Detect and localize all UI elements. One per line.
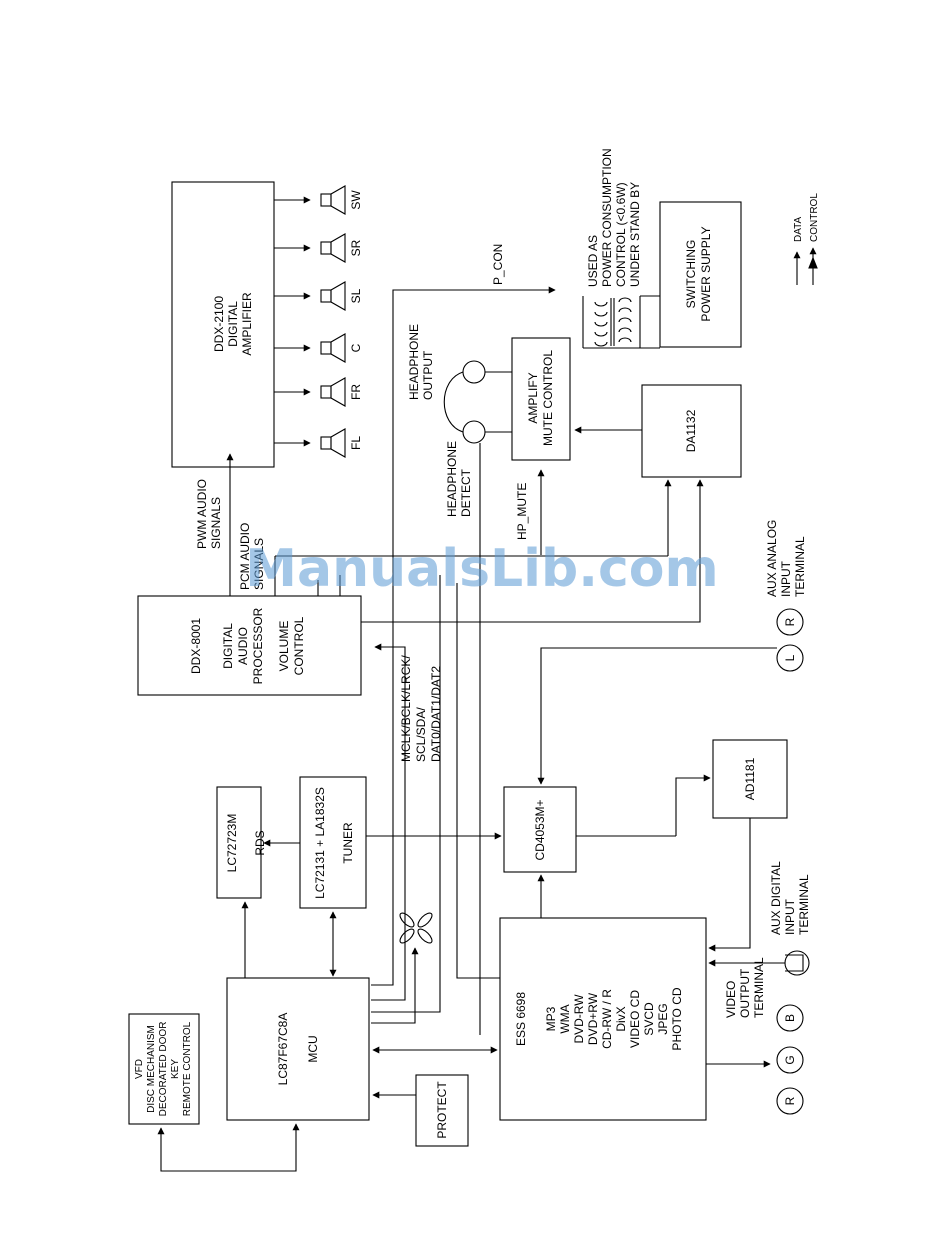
watermark: ManualsLib.com	[245, 539, 718, 599]
aux-digital-jack-icon	[784, 950, 810, 976]
adc-label: AD1181	[743, 757, 757, 800]
video-g-label: G	[783, 1055, 797, 1064]
transformer-icon	[582, 295, 660, 349]
rds-block	[216, 786, 262, 899]
aux-analog-label: AUX ANALOGINPUTTERMINAL	[765, 520, 807, 597]
aux-analog-line	[537, 647, 777, 785]
front-panel-label: VFDDISC MECHANISMDECORATED DOORKEYREMOTE…	[134, 1021, 193, 1116]
speaker-label-fr: FR	[349, 384, 363, 400]
bus-signals-label: MCLK/BCLK/LRCK/SCL/SDA/DAT0/DAT1/DAT2	[399, 655, 443, 762]
switch-block	[503, 786, 577, 873]
protect-block	[415, 1074, 469, 1147]
speaker-label-c: C	[349, 343, 363, 352]
pcm-signals-label: PCM AUDIOSIGNALS	[238, 523, 266, 590]
dac-control-line	[361, 479, 704, 623]
pwm-signals-label: PWM AUDIOSIGNALS	[195, 479, 223, 549]
speaker-icon	[320, 185, 346, 215]
aux-digital-label: AUX DIGITALINPUTTERMINAL	[769, 861, 811, 935]
speaker-label-fl: FL	[349, 436, 363, 450]
mute-control-label: AMPLIFYMUTE CONTROL	[526, 350, 555, 446]
speaker-icon	[320, 233, 346, 263]
video-b-label: B	[783, 1014, 797, 1022]
legend-arrows	[793, 247, 818, 285]
fan-control-line	[371, 947, 419, 1024]
fan-icon	[399, 912, 433, 944]
legend-data-label: DATA	[793, 216, 804, 242]
hp-mute-label: HP_MUTE	[515, 483, 529, 540]
aux-analog-l-label: L	[783, 654, 797, 661]
video-r-label: R	[783, 1096, 797, 1105]
processor-block	[137, 595, 362, 696]
adc-input-line	[675, 774, 711, 836]
power-supply-label: SWITCHINGPOWER SUPPLY	[684, 226, 713, 321]
speaker-array	[274, 185, 346, 458]
panel-bus	[157, 1123, 300, 1172]
aux-analog-r-label: R	[783, 617, 797, 626]
headphone-output-label: HEADPHONEOUTPUT	[407, 324, 435, 400]
protect-label: PROTECT	[435, 1081, 449, 1139]
pcm-signal-lines	[274, 479, 672, 596]
speaker-label-sw: SW	[349, 190, 363, 210]
speaker-icon	[320, 428, 346, 458]
p-con-label: P_CON	[491, 244, 505, 285]
legend-control-label: CONTROL	[809, 193, 820, 242]
amplifier-label: DDX-2100DIGITALAMPLIFIER	[212, 292, 254, 356]
dac-block	[641, 384, 742, 478]
adc-to-decoder-line	[708, 818, 751, 952]
mcu-block	[226, 977, 370, 1121]
power-note: USED ASPOWER CONSUMPTIONCONTROL (<0.6W)U…	[586, 148, 642, 287]
tuner-block	[299, 776, 367, 909]
speaker-icon	[320, 281, 346, 311]
dac-label: DA1132	[684, 409, 698, 452]
p-con-line	[371, 286, 556, 986]
speaker-label-sr: SR	[349, 239, 363, 256]
speaker-icon	[320, 377, 346, 407]
speaker-icon	[320, 333, 346, 363]
bus-lines	[371, 575, 500, 1013]
mute-control-block	[511, 337, 571, 461]
switch-label: CD4053M+	[533, 799, 547, 860]
decoder-block	[499, 917, 707, 1121]
speaker-label-sl: SL	[349, 288, 363, 303]
headphone-icon	[443, 360, 512, 444]
video-jacks	[776, 1004, 804, 1115]
headphone-detect-label: HEADPHONEDETECT	[445, 441, 473, 517]
aux-analog-jacks	[776, 608, 804, 672]
amplifier-block	[171, 181, 275, 468]
video-output-label: VIDEOOUTPUTTERMINAL	[724, 957, 766, 1018]
power-supply-block	[659, 201, 742, 348]
